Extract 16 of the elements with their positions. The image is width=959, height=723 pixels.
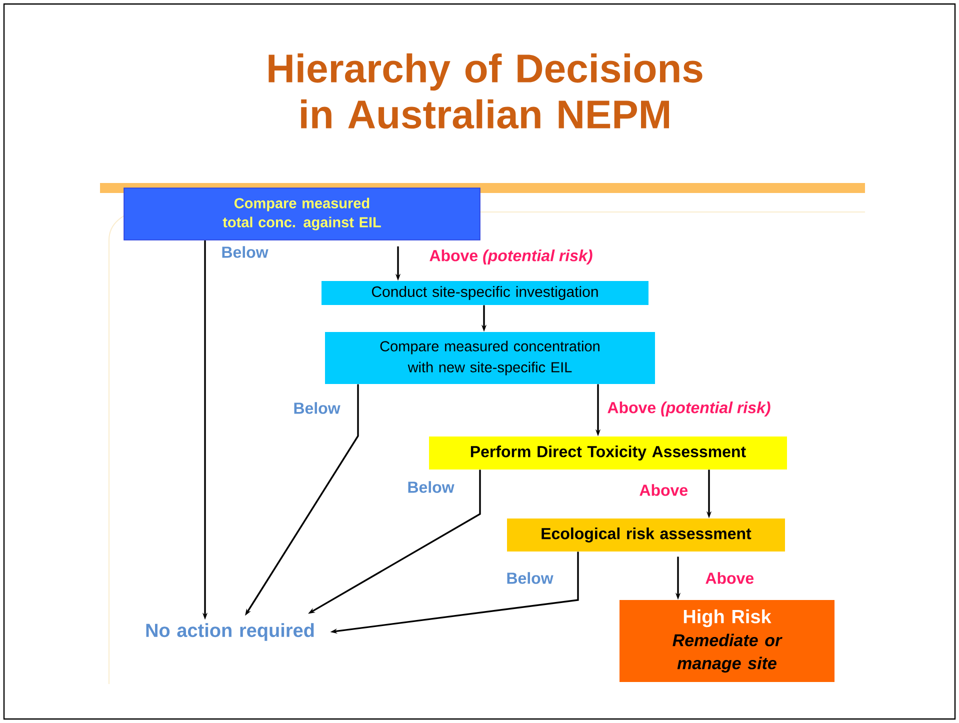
process-box: Compare measured total conc. against EIL — [124, 188, 480, 240]
edge-label: Below — [505, 571, 554, 585]
outcome-box: High Risk Remediate or manage site — [620, 600, 834, 682]
edge-label: Above — [638, 483, 690, 497]
edge-label: Above (potential risk) — [428, 248, 594, 266]
process-box: Perform Direct Toxicity Assessment — [429, 436, 787, 470]
process-box: Compare measured concentration with new site-specific EIL — [325, 332, 655, 384]
process-box: Ecological risk assessment — [507, 518, 785, 552]
outcome-text: No action required — [146, 623, 314, 641]
edge-label: Below — [292, 401, 342, 415]
title: Hierarchy of Decisions in Australian NEPM — [268, 53, 702, 129]
process-box: Conduct site-specific investigation — [322, 281, 648, 305]
edge-label: Above (potential risk) — [606, 400, 772, 418]
edge-label: Below — [220, 245, 270, 259]
edge-label: Above — [704, 571, 756, 585]
edge-label: Below — [406, 480, 456, 494]
